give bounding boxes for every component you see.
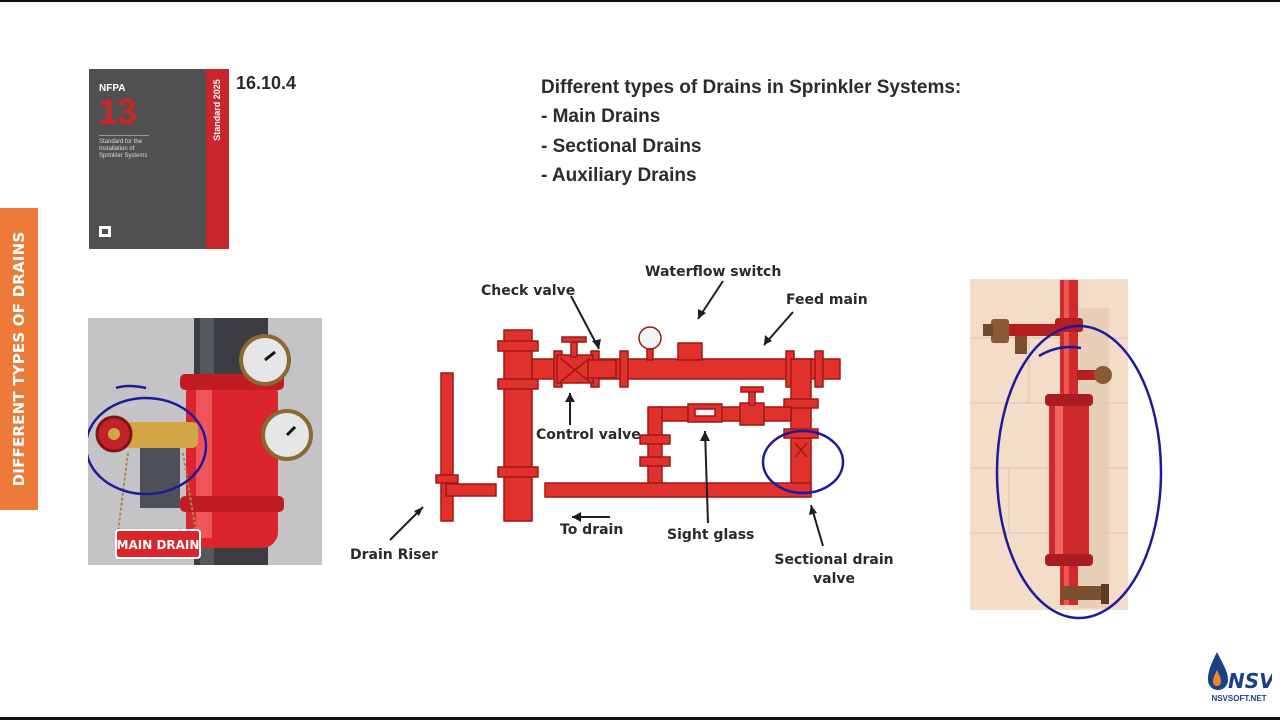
nfpa-book-cover: NFPA 13 Standard for the Installation of… [89,69,229,249]
side-tab-label: DIFFERENT TYPES OF DRAINS [10,231,28,487]
label-to-drain: To drain [560,522,623,538]
label-feed-main: Feed main [786,292,868,308]
book-spine [206,69,229,249]
top-border [0,0,1280,2]
label-sight-glass: Sight glass [667,527,754,543]
list-item: - Sectional Drains [541,135,702,157]
book-number: 13 [98,91,137,132]
label-check-valve: Check valve [481,283,575,299]
main-drain-sign: MAIN DRAIN [117,538,200,552]
logo-text: NSV [1228,669,1272,693]
label-waterflow-switch: Waterflow switch [645,264,781,280]
label-sectional-drain-valve: Sectional drain [774,552,893,568]
drains-list: - Main Drains - Sectional Drains - Auxil… [541,105,702,194]
list-item: - Auxiliary Drains [541,165,697,186]
main-drain-illustration: MAIN DRAIN [88,318,322,565]
auxiliary-drain-illustration [970,279,1163,620]
nsv-logo: NSV [1208,652,1272,693]
book-subtitle: Standard for the Installation of Sprinkl… [99,139,169,160]
label-sectional-drain-valve-2: valve [813,571,855,587]
book-rule [99,135,149,136]
book-subtitle-line: Standard for the [99,139,143,145]
side-tab [0,208,38,510]
book-subtitle-line: Sprinkler Systems [99,153,148,159]
label-drain-riser: Drain Riser [350,547,438,563]
bottom-border [0,717,1280,720]
logo-url: NSVSOFT.NET [1211,694,1267,703]
book-spine-label: Standard 2025 [212,79,222,141]
section-number: 16.10.4 [236,73,297,93]
sprinkler-drain-diagram: Check valve Waterflow switch Feed main C… [350,264,894,587]
label-control-valve: Control valve [536,427,641,443]
book-publisher: NFPA [99,83,126,94]
list-item: - Main Drains [541,106,661,127]
drains-title: Different types of Drains in Sprinkler S… [541,77,962,98]
book-subtitle-line: Installation of [99,146,135,152]
nfpa-logo-icon [99,226,111,237]
